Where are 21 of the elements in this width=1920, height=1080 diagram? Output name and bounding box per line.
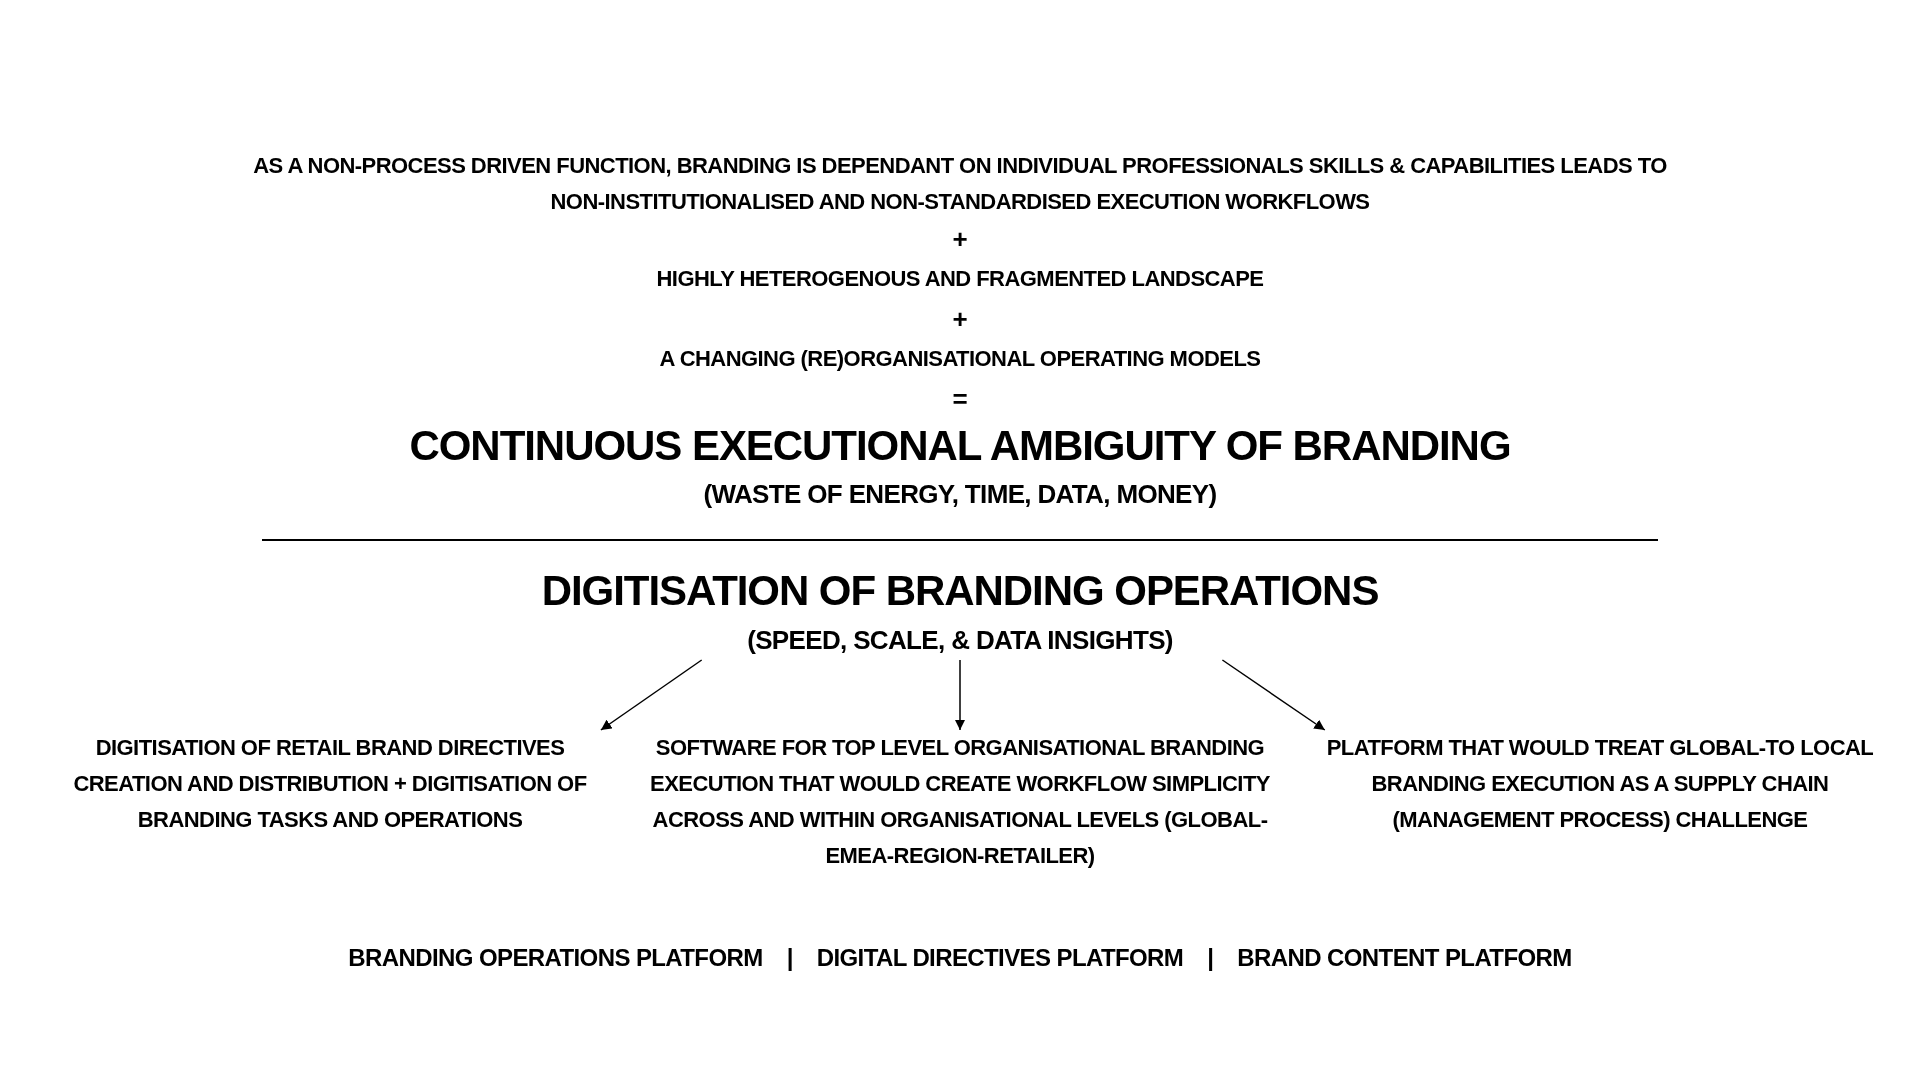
outcome-text: SOFTWARE FOR TOP LEVEL ORGANISATIONAL BRANDING EXECUTION THAT WOULD CREATE WORKFLOW SIMPLICITY ACROSS AND WITHIN ORGANISATIONAL LEVELS (GLOBAL-EMEA-REGION-RETAILER)	[649, 734, 1271, 870]
heading: CONTINUOUS EXECUTIONAL AMBIGUITY OF BRANDING	[409, 421, 1511, 471]
subheading: (SPEED, SCALE, & DATA INSIGHTS)	[747, 624, 1173, 657]
platform-name: BRANDING OPERATIONS PLATFORM	[348, 943, 763, 973]
plus-sign: +	[952, 223, 968, 256]
arrow	[1221, 659, 1326, 731]
arrow	[954, 659, 966, 731]
platform-name: DIGITAL DIRECTIVES PLATFORM	[816, 943, 1184, 973]
separator: |	[786, 943, 793, 973]
statement-text: AS A NON-PROCESS DRIVEN FUNCTION, BRANDING IS DEPENDANT ON INDIVIDUAL PROFESSIONALS SKILLS & CAPABILITIES LEADS TO NON-INSTITUTIONALISED AND NON-STANDARDISED EXECUTION WORKFLOWS	[252, 152, 1668, 216]
heading: DIGITISATION OF BRANDING OPERATIONS	[541, 566, 1379, 616]
statement-text: A CHANGING (RE)ORGANISATIONAL OPERATING MODELS	[659, 345, 1261, 373]
outcome-text: PLATFORM THAT WOULD TREAT GLOBAL-TO LOCAL BRANDING EXECUTION AS A SUPPLY CHAIN (MANAGEMENT PROCESS) CHALLENGE	[1325, 734, 1875, 834]
equals-sign: =	[952, 383, 968, 416]
plus-sign: +	[952, 303, 968, 336]
outcome-text: DIGITISATION OF RETAIL BRAND DIRECTIVES CREATION AND DISTRIBUTION + DIGITISATION OF BRANDING TASKS AND OPERATIONS	[72, 734, 588, 834]
subheading: (WASTE OF ENERGY, TIME, DATA, MONEY)	[703, 478, 1217, 511]
separator: |	[1207, 943, 1214, 973]
platform-name: BRAND CONTENT PLATFORM	[1237, 943, 1572, 973]
statement-text: HIGHLY HETEROGENOUS AND FRAGMENTED LANDSCAPE	[656, 265, 1264, 293]
arrow	[600, 659, 703, 731]
